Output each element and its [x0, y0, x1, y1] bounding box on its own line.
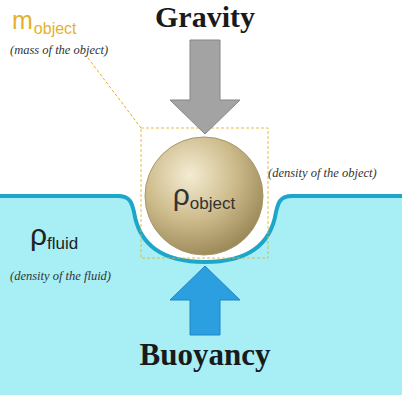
- density-subscript: object: [190, 194, 235, 213]
- sphere-body: [145, 137, 263, 255]
- label-holder: Gravity: [155, 0, 255, 34]
- text-line: ρobject: [144, 178, 264, 214]
- label-holder: Buoyancy: [140, 337, 271, 373]
- density-subscript: fluid: [47, 234, 78, 253]
- text-line: ρfluid: [30, 218, 78, 254]
- mass-subscript: object: [34, 20, 77, 37]
- mass-box: [141, 128, 268, 258]
- mass-symbol: m: [12, 6, 33, 34]
- gravity-arrow: [170, 40, 240, 134]
- mass-note: (mass of the object): [10, 43, 108, 57]
- density-symbol: ρ: [30, 218, 47, 251]
- density-note: (density of the object): [268, 166, 377, 180]
- density-symbol: ρ: [173, 178, 190, 211]
- buoyancy-arrow: [170, 266, 240, 335]
- force-label: Buoyancy: [140, 337, 271, 372]
- object-sphere: ρobject: [144, 136, 264, 256]
- label-holder: m: [12, 6, 33, 35]
- density-note: (density of the fluid): [10, 269, 111, 283]
- text-line: (density of the fluid): [10, 266, 111, 284]
- leader-line: [88, 58, 141, 128]
- label-holder: (mass of the object): [10, 40, 108, 58]
- label-holder: (density of the object): [268, 163, 377, 181]
- label-holder: object: [34, 20, 77, 38]
- force-label: Gravity: [155, 0, 255, 33]
